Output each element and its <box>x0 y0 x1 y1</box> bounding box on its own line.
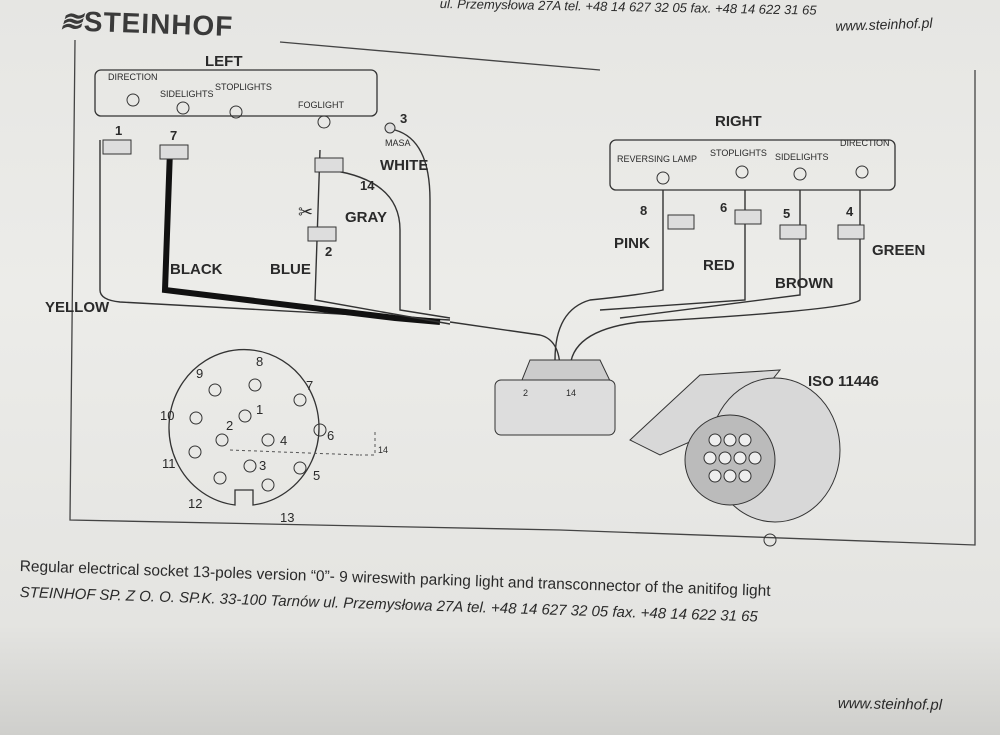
wire-color-black: BLACK <box>170 261 223 278</box>
footer-website[interactable]: www.steinhof.pl <box>837 695 943 714</box>
plug-connector: 2 14 <box>494 359 616 436</box>
right-direction-label: DIRECTION <box>840 138 890 148</box>
pin-11: 11 <box>162 456 176 471</box>
diagram-frame <box>69 39 976 546</box>
wire-color-blue: BLUE <box>270 261 311 278</box>
wire-color-white: WHITE <box>380 157 428 174</box>
pin-13: 13 <box>280 510 294 525</box>
socket-illustration <box>629 369 841 547</box>
wire-number-3: 3 <box>400 111 407 126</box>
iso-standard-label: ISO 11446 <box>808 373 879 390</box>
left-title: LEFT <box>205 53 243 70</box>
pin-5: 5 <box>313 468 320 483</box>
pin-6: 6 <box>327 428 334 443</box>
wire-color-yellow: YELLOW <box>45 299 110 316</box>
scissors-icon: ✂ <box>298 202 313 222</box>
pin-10: 10 <box>160 408 174 423</box>
left-lamp-box <box>94 69 378 117</box>
black-wire <box>161 149 441 325</box>
wire-number-7: 7 <box>170 128 177 143</box>
wire-number-14: 14 <box>360 178 375 193</box>
wire-number-5: 5 <box>783 206 790 221</box>
lamp-bulb-icon <box>656 165 869 185</box>
right-sidelights-label: SIDELIGHTS <box>775 152 829 162</box>
left-foglight-label: FOGLIGHT <box>298 100 345 110</box>
right-reversing-label: REVERSING LAMP <box>617 154 697 164</box>
wire-number-6: 6 <box>720 200 727 215</box>
masa-label: MASA <box>385 138 411 148</box>
pin-1: 1 <box>256 402 263 417</box>
pin-9: 9 <box>196 366 203 381</box>
pin-4: 4 <box>280 433 287 448</box>
right-stoplights-label: STOPLIGHTS <box>710 148 767 158</box>
wire-number-2: 2 <box>325 244 332 259</box>
wire-clip-icon <box>667 209 865 240</box>
left-stoplights-label: STOPLIGHTS <box>215 82 272 92</box>
pin-8: 8 <box>256 354 263 369</box>
left-sidelights-label: SIDELIGHTS <box>160 89 214 99</box>
wire-color-green: GREEN <box>872 242 925 259</box>
lamp-bulb-icon <box>126 93 331 129</box>
pinout-diagram: 1 2 3 4 5 6 7 8 9 10 11 12 13 14 <box>160 348 388 525</box>
pin-2: 2 <box>226 418 233 433</box>
wire-number-8: 8 <box>640 203 647 218</box>
pin-3: 3 <box>259 458 266 473</box>
wire-clip-icon <box>102 122 396 242</box>
frame-top-line <box>279 41 601 71</box>
wire-color-red: RED <box>703 257 735 274</box>
wire-color-brown: BROWN <box>775 275 833 292</box>
connector-label-14: 14 <box>566 388 576 398</box>
left-direction-label: DIRECTION <box>108 72 158 82</box>
wire-number-4: 4 <box>846 204 854 219</box>
right-title: RIGHT <box>715 113 762 130</box>
wire-number-1: 1 <box>115 123 122 138</box>
connector-label-2: 2 <box>523 388 528 398</box>
right-lamp-box <box>609 139 896 191</box>
wire-color-pink: PINK <box>614 235 650 252</box>
pin-7: 7 <box>306 378 313 393</box>
pin-12: 12 <box>188 496 202 511</box>
wire-color-gray: GRAY <box>345 209 387 226</box>
pin-14: 14 <box>378 445 388 455</box>
